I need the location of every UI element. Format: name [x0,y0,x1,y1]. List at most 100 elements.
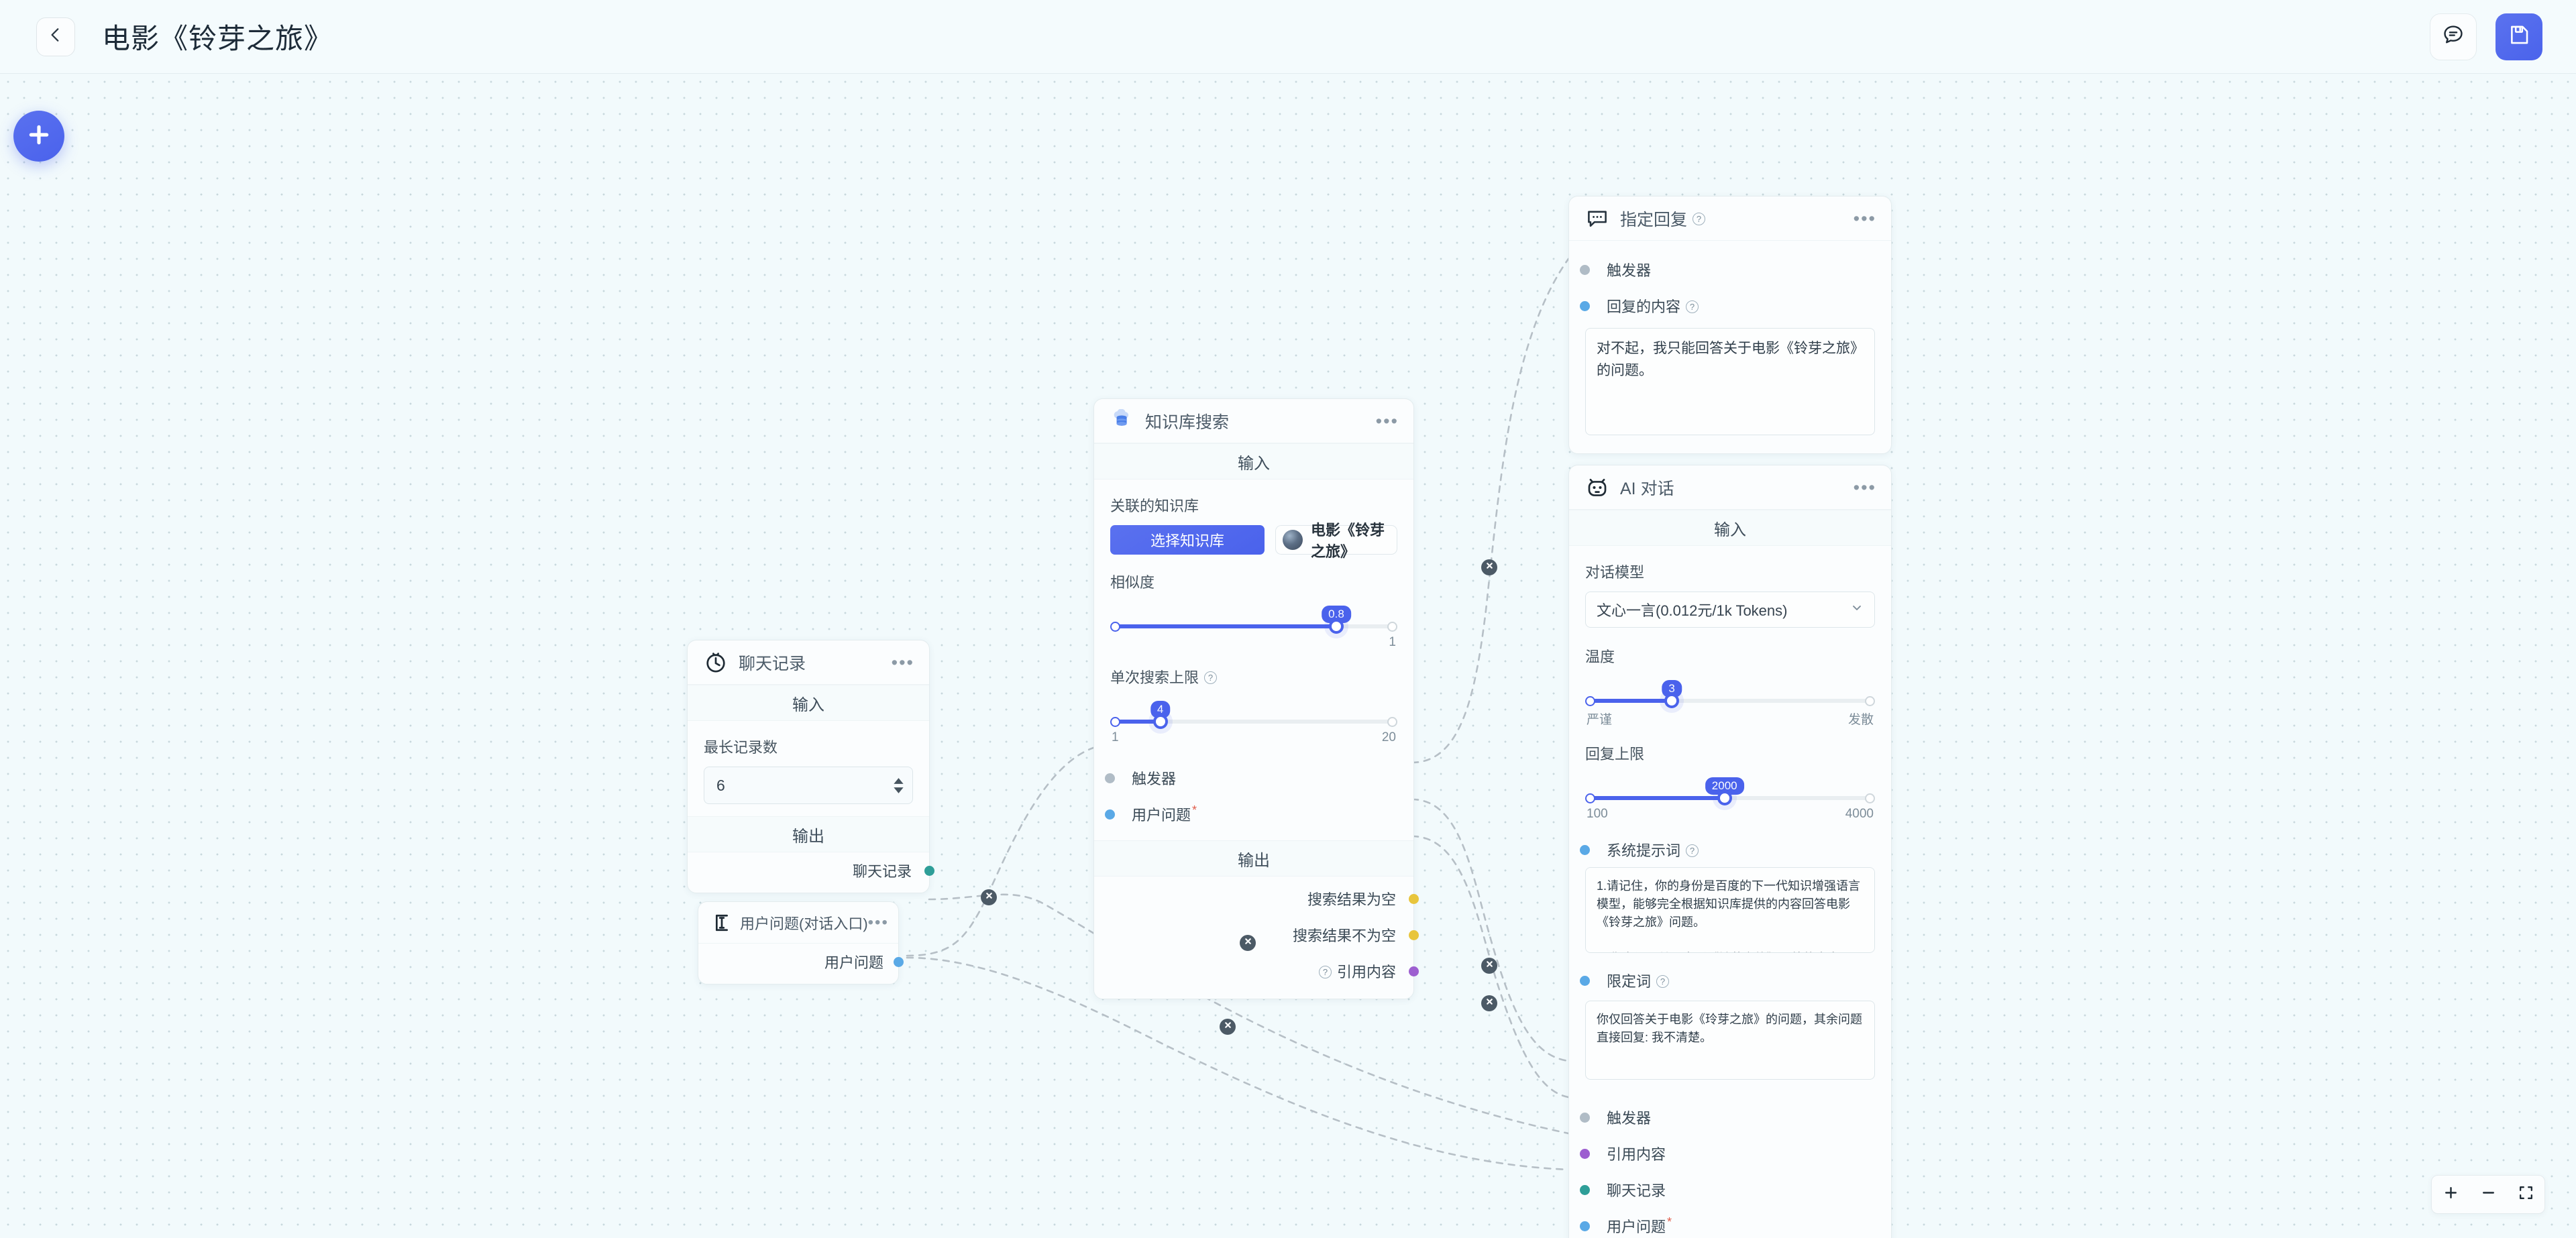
port-dot[interactable] [1580,1148,1590,1159]
search-limit-slider[interactable]: 4 1 20 [1110,697,1397,745]
port-dot[interactable] [1580,1112,1590,1123]
edge-citation-to-ai-citation [1411,835,1570,1099]
workflow-canvas[interactable]: 指定回复 ? ••• 触发器 回复的内容 ? [0,74,2576,1238]
port-dot[interactable] [1580,975,1590,986]
port-dot[interactable] [1409,966,1419,976]
port-out-chat-history[interactable]: 聊天记录 [688,855,934,886]
edge-userq-to-ai-userq [906,956,1570,1171]
port-dot[interactable] [1409,930,1419,940]
input-band-label: 输入 [1569,510,1891,546]
help-icon[interactable]: ? [1686,300,1699,313]
node-menu-button[interactable]: ••• [1853,208,1876,229]
port-dot[interactable] [1580,264,1590,275]
edge-delete-button[interactable] [1481,958,1497,974]
port-in-trigger[interactable]: 触发器 [1580,1099,1875,1135]
close-icon [1485,561,1494,573]
port-in-citation[interactable]: 引用内容 [1580,1135,1875,1172]
port-in-trigger[interactable]: 触发器 [1580,251,1875,288]
back-button[interactable] [36,17,75,56]
reply-content-textarea[interactable] [1585,328,1875,435]
similarity-slider[interactable]: 0.8 1 [1110,602,1397,650]
port-label: 聊天记录 [852,863,912,880]
port-dot[interactable] [924,865,934,876]
stepper-arrows[interactable] [893,777,904,794]
node-knowledge-search[interactable]: 知识库搜索 ••• 输入 关联的知识库 选择知识库 电影《铃芽之旅》 相似度 [1093,398,1419,999]
output-band-label: 输出 [1094,840,1413,877]
node-header[interactable]: 知识库搜索 ••• [1094,399,1413,443]
node-specified-reply[interactable]: 指定回复 ? ••• 触发器 回复的内容 ? [1568,196,1892,454]
port-label: 回复的内容 [1607,298,1681,315]
search-limit-knob[interactable] [1152,714,1168,729]
node-menu-button[interactable]: ••• [1853,477,1876,498]
port-in-trigger[interactable]: 触发器 [1105,760,1397,796]
port-in-reply-content[interactable]: 回复的内容 ? [1580,288,1875,324]
port-out-user-question[interactable]: 用户问题 [698,946,904,977]
reply-limit-min-label: 100 [1587,807,1608,821]
port-in-chat-history[interactable]: 聊天记录 [1580,1172,1875,1208]
similarity-knob[interactable] [1329,619,1344,634]
node-inputs: 触发器 用户问题 * [1094,757,1413,840]
port-dot[interactable] [1580,1184,1590,1195]
node-menu-button[interactable]: ••• [891,652,914,673]
port-out-nonempty-result[interactable]: 搜索结果不为空 [1094,917,1419,953]
reply-limit-knob[interactable] [1717,791,1732,805]
zoom-out-button[interactable] [2469,1175,2507,1214]
qualifier-label: 限定词 [1607,973,1652,990]
port-dot[interactable] [1409,893,1419,904]
save-button[interactable] [2496,13,2542,60]
port-in-system-prompt[interactable]: 系统提示词 ? [1580,835,1875,864]
port-out-empty-result[interactable]: 搜索结果为空 [1094,881,1419,917]
node-config: 对话模型 文心一言(0.012元/1k Tokens) 温度 3 [1569,546,1891,834]
close-icon [1485,960,1494,972]
edge-delete-button[interactable] [981,889,997,905]
close-icon [985,891,994,903]
zoom-in-button[interactable] [2432,1175,2469,1214]
knowledge-base-chip[interactable]: 电影《铃芽之旅》 [1275,522,1397,560]
node-header[interactable]: AI 对话 ••• [1569,465,1891,510]
qualifier-textarea[interactable] [1585,1001,1875,1080]
node-header[interactable]: 指定回复 ? ••• [1569,196,1891,241]
max-records-stepper[interactable]: 6 [704,767,913,804]
node-chat-history[interactable]: 聊天记录 ••• 输入 最长记录数 6 输出 聊天记录 [687,640,934,893]
input-band-label: 输入 [1094,443,1413,480]
node-menu-button[interactable]: ••• [1375,410,1399,431]
node-menu-button[interactable]: ••• [867,913,889,932]
edge-delete-button[interactable] [1240,935,1256,951]
help-icon[interactable]: ? [1318,965,1332,978]
port-in-user-question[interactable]: 用户问题 * [1580,1208,1875,1238]
port-dot[interactable] [1580,844,1590,855]
close-icon [1485,997,1494,1009]
node-header[interactable]: 用户问题(对话入口) ••• [698,902,898,944]
port-dot[interactable] [894,956,904,967]
temperature-slider[interactable]: 3 严谨 发散 [1585,676,1875,728]
add-node-button[interactable] [13,111,64,162]
temperature-knob[interactable] [1664,693,1680,708]
port-dot[interactable] [1580,1221,1590,1231]
help-icon[interactable]: ? [1656,974,1670,988]
edge-delete-button[interactable] [1481,559,1497,575]
reply-limit-slider[interactable]: 2000 100 4000 [1585,773,1875,822]
input-band-label: 输入 [688,685,929,721]
node-header[interactable]: 聊天记录 ••• [688,640,929,685]
port-in-qualifier[interactable]: 限定词 ? [1580,963,1875,998]
help-icon[interactable]: ? [1693,213,1706,225]
edge-delete-button[interactable] [1481,995,1497,1011]
fit-view-button[interactable] [2507,1175,2544,1214]
system-prompt-textarea[interactable] [1585,867,1875,953]
chat-preview-button[interactable] [2430,13,2477,60]
port-out-citation[interactable]: ? 引用内容 [1094,953,1419,989]
help-icon[interactable]: ? [1204,671,1218,684]
port-dot[interactable] [1580,300,1590,311]
node-ai-chat[interactable]: AI 对话 ••• 输入 对话模型 文心一言(0.012元/1k Tokens)… [1568,465,1892,1238]
help-icon[interactable]: ? [1686,844,1699,857]
select-knowledge-base-button[interactable]: 选择知识库 [1110,525,1265,555]
edge-delete-button[interactable] [1220,1019,1236,1035]
port-dot[interactable] [1105,773,1115,783]
output-band-label: 输出 [688,816,929,852]
node-user-question[interactable]: 用户问题(对话入口) ••• 用户问题 [698,901,904,984]
required-marker: * [1667,1215,1672,1229]
port-dot[interactable] [1105,809,1115,820]
model-select[interactable]: 文心一言(0.012元/1k Tokens) [1585,592,1875,628]
port-in-user-question[interactable]: 用户问题 * [1105,796,1397,832]
port-label: 引用内容 [1607,1146,1666,1163]
